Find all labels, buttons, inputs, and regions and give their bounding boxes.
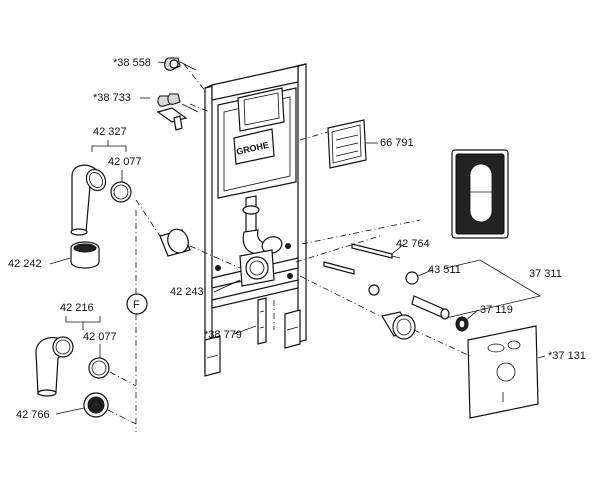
actuator-frame-66791 bbox=[327, 119, 367, 169]
connector-42242 bbox=[70, 241, 100, 269]
inlet-pipe-37311 bbox=[411, 295, 450, 320]
nut-37119 bbox=[455, 316, 469, 332]
callout-37131: *37 131 bbox=[548, 350, 586, 362]
f-marker-label: F bbox=[133, 299, 140, 311]
callout-38779: *38 779 bbox=[204, 329, 242, 341]
installation-frame bbox=[204, 63, 307, 377]
callout-42216: 42 216 bbox=[60, 302, 94, 314]
callout-42243: 42 243 bbox=[170, 286, 204, 298]
callout-38733: *38 733 bbox=[93, 92, 131, 104]
callout-42077-bottom: 42 077 bbox=[83, 331, 117, 343]
flush-connector bbox=[381, 311, 416, 340]
wall-bracket-38733 bbox=[156, 93, 199, 131]
f-marker bbox=[126, 293, 148, 315]
bracket-38779 bbox=[257, 297, 267, 345]
mounting-template-37131 bbox=[467, 325, 539, 419]
callout-66791: 66 791 bbox=[380, 137, 414, 149]
callout-38558: *38 558 bbox=[113, 57, 151, 69]
assembly-lines bbox=[107, 63, 471, 432]
callout-37119: 37 119 bbox=[480, 304, 513, 316]
callout-43511: 43 511 bbox=[428, 264, 461, 276]
seal-ring-42077-top bbox=[110, 181, 132, 203]
threaded-rods-42764 bbox=[323, 243, 401, 275]
callout-42327: 42 327 bbox=[93, 126, 127, 138]
leader-lines bbox=[49, 61, 546, 415]
flush-plate bbox=[451, 149, 509, 239]
callout-42766: 42 766 bbox=[16, 409, 50, 421]
callout-37311: 37 311 bbox=[529, 268, 562, 280]
caps-43511 bbox=[368, 271, 419, 296]
callout-42242: 42 242 bbox=[8, 258, 42, 270]
callout-42077-top: 42 077 bbox=[108, 156, 142, 168]
elbow-42327 bbox=[70, 164, 107, 236]
connector-42766 bbox=[83, 392, 109, 418]
pipe-sleeve bbox=[159, 228, 191, 257]
wall-bracket-38558 bbox=[163, 57, 197, 71]
seal-ring-42077-bottom bbox=[88, 357, 110, 379]
elbow-42216 bbox=[35, 336, 74, 397]
callout-42764: 42 764 bbox=[396, 238, 430, 250]
